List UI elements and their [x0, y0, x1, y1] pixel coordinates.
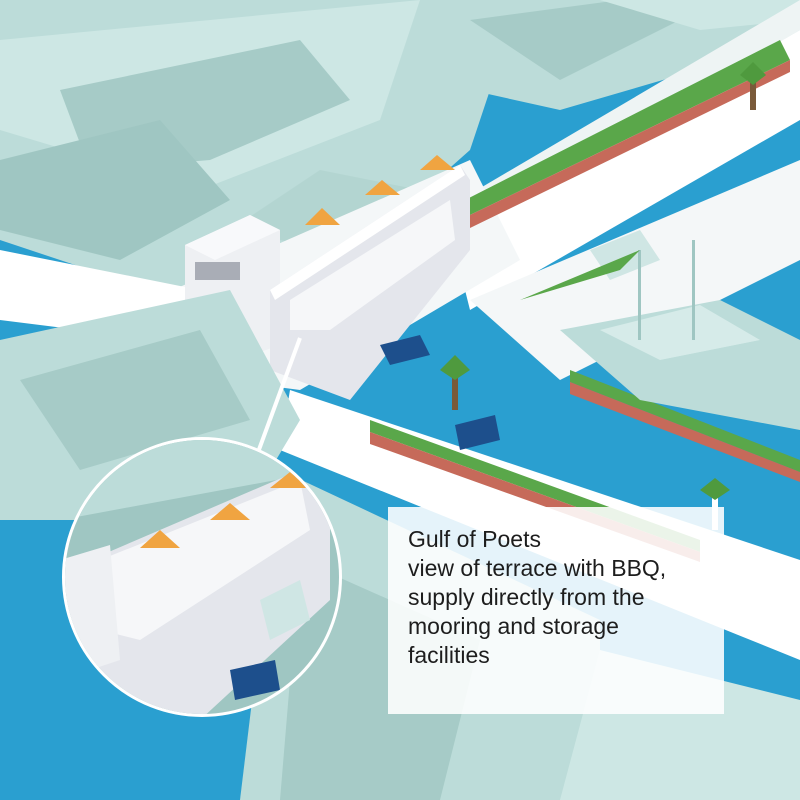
golf-carts: [380, 335, 500, 450]
zoom-detail: [62, 437, 342, 717]
moored-yachts-right: [520, 230, 800, 430]
terrace-building: [185, 165, 470, 400]
caption-line-2: view of terrace with BBQ,: [408, 555, 667, 581]
caption-box: Gulf of Poets view of terrace with BBQ, …: [388, 507, 724, 714]
caption-line-1: Gulf of Poets: [408, 526, 541, 552]
caption-line-5: facilities: [408, 642, 490, 668]
moored-yachts-top: [0, 0, 800, 300]
caption-line-4: mooring and storage: [408, 613, 619, 639]
caption-line-3: supply directly from the: [408, 584, 645, 610]
palm-trees: [440, 62, 766, 530]
umbrellas: [305, 155, 455, 225]
zoom-connector: [255, 337, 302, 456]
